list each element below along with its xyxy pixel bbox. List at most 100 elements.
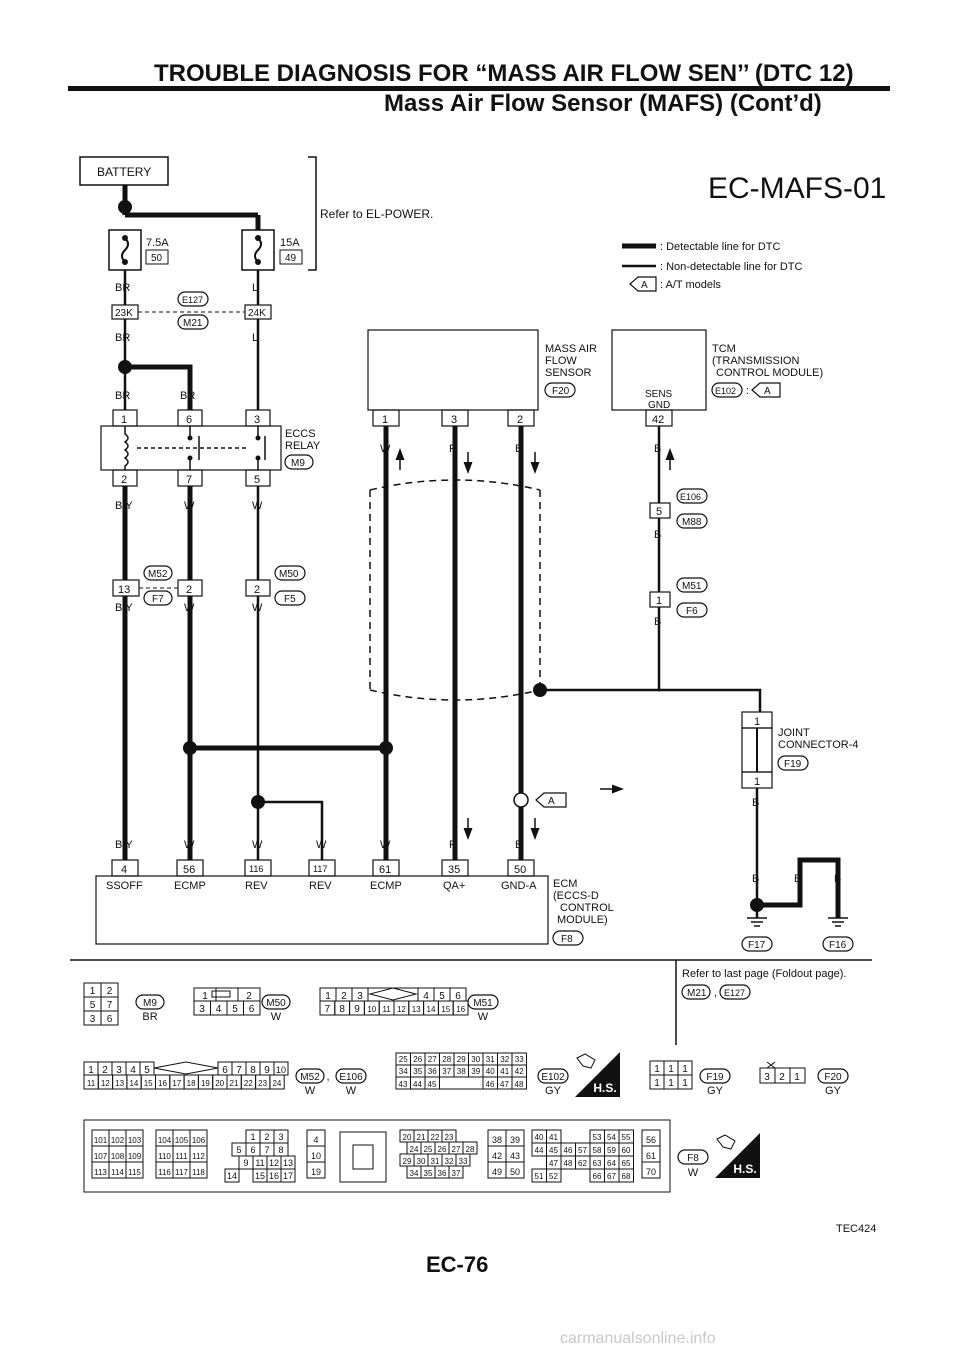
conn-f19-view-pill xyxy=(699,1068,731,1084)
ecm-pin-boxes xyxy=(111,859,535,877)
conn-m50-pill xyxy=(274,565,306,581)
pin-label: 2 xyxy=(246,991,252,1002)
relay-pin-6: 6 xyxy=(186,414,192,426)
conn-f20-pill xyxy=(544,382,576,398)
wire-br-2: BR xyxy=(115,332,130,344)
harness-side-icon xyxy=(575,1052,620,1097)
hs-label: H.S. xyxy=(733,1162,756,1176)
pin-label: 116 xyxy=(158,1168,171,1177)
conn-m51-color: W xyxy=(478,1011,489,1023)
pin-label: 6 xyxy=(222,1065,228,1076)
pin-label: 33 xyxy=(459,1157,468,1166)
pin-label: 1 xyxy=(202,991,208,1002)
pin-cell xyxy=(269,1074,285,1090)
latch xyxy=(153,1061,219,1075)
conn-e127: E127 xyxy=(182,295,203,305)
pin-label: 35 xyxy=(413,1067,422,1076)
pin-label: 31 xyxy=(486,1055,495,1064)
diagram-id: EC-MAFS-01 xyxy=(708,172,886,205)
conn-e102-view-pill xyxy=(537,1068,569,1084)
ecm-pin-56: 56 xyxy=(183,864,195,876)
pin-label: 65 xyxy=(622,1159,631,1168)
pin-label: 18 xyxy=(187,1079,196,1088)
relay-pin-1: 1 xyxy=(121,414,127,426)
joint-name-1: JOINT xyxy=(778,727,810,739)
tcm-at-symbol xyxy=(751,382,781,398)
power-wires xyxy=(122,185,261,230)
pin-label: 10 xyxy=(311,1151,321,1161)
conn-m52-view-pill xyxy=(295,1068,325,1084)
wire-w-maf: W xyxy=(380,443,391,455)
tcm-pin-label-1: SENS xyxy=(645,389,673,400)
conn-e102-pill xyxy=(711,382,743,398)
conn-f20-view-pill xyxy=(817,1068,849,1084)
pin-label: 2 xyxy=(102,1065,108,1076)
pin-label: 4 xyxy=(313,1135,318,1145)
conn-f17-pill xyxy=(741,936,773,952)
pin-label: 34 xyxy=(410,1169,419,1178)
relay-pin-5: 5 xyxy=(254,474,260,486)
wire-br-4: BR xyxy=(180,390,195,402)
conn-m51-pill xyxy=(676,577,708,593)
pin-label: 106 xyxy=(192,1136,206,1145)
pin-cell xyxy=(224,1168,240,1183)
refer-m21: M21 xyxy=(687,988,707,999)
relay-contact xyxy=(187,435,193,441)
pin-cell xyxy=(677,1074,693,1090)
inline1-pin-13: 13 xyxy=(118,584,130,596)
pin-label: 61 xyxy=(646,1151,656,1161)
conn-m9-pill xyxy=(284,454,314,470)
pin-label: 1 xyxy=(654,1064,660,1075)
ecm-pin-50: 50 xyxy=(514,864,526,876)
title-rule xyxy=(68,86,890,91)
pin-label: 1 xyxy=(325,991,331,1002)
pin-cell xyxy=(189,1161,208,1179)
conn-f16: F16 xyxy=(829,940,847,951)
pin-label: 24 xyxy=(272,1079,281,1088)
conn-m50: M50 xyxy=(279,569,299,580)
pin-label: 59 xyxy=(607,1146,616,1155)
wire-l-2: L xyxy=(252,332,258,344)
fuse-out-wires xyxy=(123,270,260,305)
wire-w-ecm-2: W xyxy=(252,839,263,851)
conn-e106-color: W xyxy=(346,1085,357,1097)
conn-e127-pill xyxy=(177,291,209,307)
pin-label: 4 xyxy=(423,991,429,1002)
fuse-a-amp: 7.5A xyxy=(146,237,169,249)
pin-label: 26 xyxy=(413,1055,422,1064)
pin-label: 41 xyxy=(549,1133,558,1142)
conn-f6: F6 xyxy=(686,606,698,617)
inline1-pin-2b: 2 xyxy=(254,584,260,596)
wire-br-3: BR xyxy=(115,390,130,402)
pin-label: 7 xyxy=(107,1000,113,1011)
pin-label: 4 xyxy=(216,1004,222,1015)
tcm-pin-42: 42 xyxy=(652,414,664,426)
pin-label: 23 xyxy=(258,1079,267,1088)
pin-label: 1 xyxy=(90,986,96,997)
conn-f8-body xyxy=(339,1131,387,1183)
pin-label: 108 xyxy=(111,1152,125,1161)
conn-f6-pill xyxy=(676,602,708,618)
conn-m9-color: BR xyxy=(142,1011,157,1023)
pin-label: 1 xyxy=(682,1064,688,1075)
pin-label: 17 xyxy=(172,1079,181,1088)
pin-label: 41 xyxy=(500,1067,509,1076)
pin-label: 117 xyxy=(175,1168,188,1177)
ecm-name-3: CONTROL xyxy=(560,902,614,914)
ground-symbol-2 xyxy=(828,917,848,927)
page-number: EC-76 xyxy=(426,1252,489,1277)
wire-b-maf: B xyxy=(515,443,522,455)
pin-label: 20 xyxy=(215,1079,224,1088)
conn-f8-outline xyxy=(83,1119,671,1193)
pin-label: 64 xyxy=(607,1159,616,1168)
refer-m21-pill xyxy=(681,984,711,1000)
pin-label: 62 xyxy=(578,1159,587,1168)
wire-b-joint: B xyxy=(752,797,759,809)
fuse-dot xyxy=(255,259,261,265)
conn-f7-pill xyxy=(143,590,173,606)
pin-cell xyxy=(215,987,239,1002)
conn-f17: F17 xyxy=(748,940,766,951)
pin-label: 12 xyxy=(397,1005,406,1014)
pin-label: 57 xyxy=(578,1146,587,1155)
